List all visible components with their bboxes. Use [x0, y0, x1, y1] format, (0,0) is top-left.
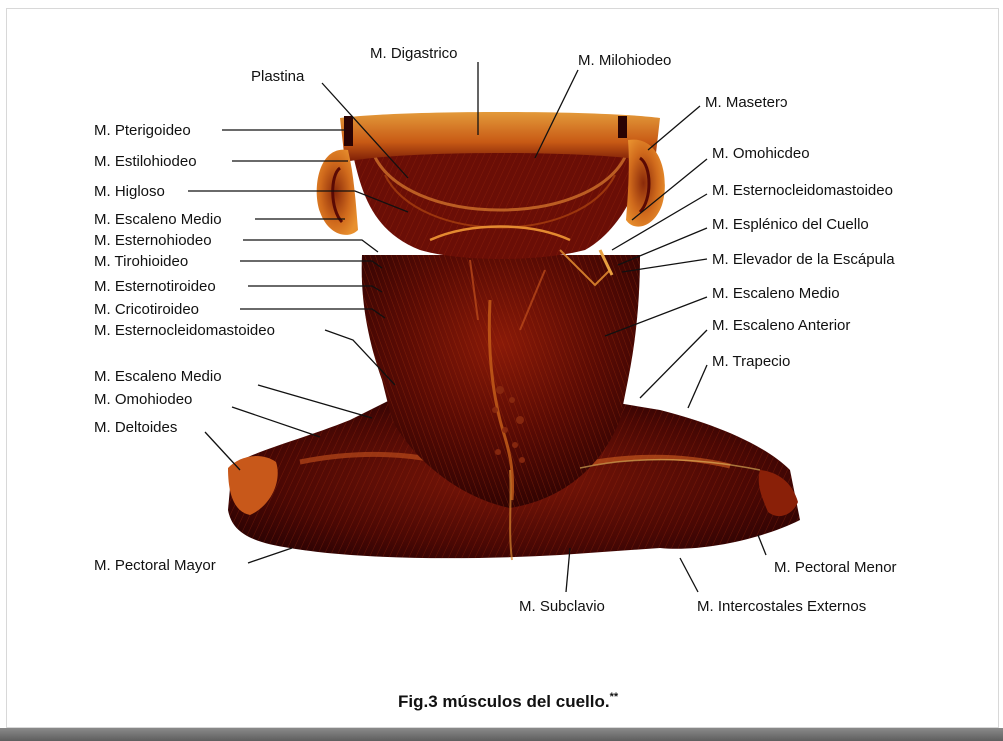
- anatomy-illustration: [228, 112, 800, 560]
- label-tirohioideo: M. Tirohioideo: [94, 253, 188, 270]
- label-cricotiroideo: M. Cricotiroideo: [94, 301, 199, 318]
- leader-omohiodeo-l: [232, 407, 320, 437]
- label-pterigoideo: M. Pterigoideo: [94, 122, 191, 139]
- label-subclavio: M. Subclavio: [519, 598, 605, 615]
- leader-esplenico: [618, 228, 707, 265]
- label-escaleno-medio-r: M. Escaleno Medio: [712, 285, 840, 302]
- label-escaleno-medio-l2: M. Escaleno Medio: [94, 368, 222, 385]
- caption-mark: **: [610, 691, 619, 703]
- label-esplenico: M. Esplénico del Cuello: [712, 216, 869, 233]
- leader-trapecio: [688, 365, 707, 408]
- ear-right-shape: [626, 140, 665, 227]
- leader-pectoral-menor: [758, 535, 766, 555]
- label-omohiodeo-l: M. Omohiodeo: [94, 391, 192, 408]
- label-intercostales: M. Intercostales Externos: [697, 598, 866, 615]
- leader-esternotiroideo: [248, 286, 382, 292]
- label-higloso: M. Higloso: [94, 183, 165, 200]
- label-pectoral-menor: M. Pectoral Menor: [774, 559, 897, 576]
- leader-tirohioideo: [240, 261, 382, 268]
- label-esternotiroideo: M. Esternotiroideo: [94, 278, 216, 295]
- figure-caption: Fig.3 músculos del cuello.**: [398, 691, 619, 711]
- label-digastrico: M. Digastrico: [370, 45, 458, 62]
- leader-deltoides: [205, 432, 240, 470]
- leader-esternohiodeo: [243, 240, 378, 252]
- leader-subclavio: [566, 548, 570, 592]
- label-esternohiodeo: M. Esternohiodeo: [94, 232, 212, 249]
- leader-pectoral-mayor: [248, 548, 292, 563]
- label-elevador: M. Elevador de la Escápula: [712, 251, 895, 268]
- label-estilohiodeo: M. Estilohiodeo: [94, 153, 197, 170]
- label-esternocleido-r: M. Esternocleidomastoideo: [712, 182, 893, 199]
- leader-intercostales: [680, 558, 698, 592]
- label-trapecio: M. Trapecio: [712, 353, 790, 370]
- label-pectoral-mayor: M. Pectoral Mayor: [94, 557, 216, 574]
- label-deltoides: M. Deltoides: [94, 419, 177, 436]
- label-escaleno-medio-l: M. Escaleno Medio: [94, 211, 222, 228]
- label-omohioideo-r: M. Omohicdeo: [712, 145, 810, 162]
- label-masetero: M. Maseterɔ: [705, 94, 788, 111]
- label-plastina: Plastina: [251, 68, 305, 85]
- ear-left-shape: [317, 150, 358, 235]
- label-escaleno-anterior: M. Escaleno Anterior: [712, 317, 850, 334]
- caption-text: Fig.3 músculos del cuello.: [398, 692, 610, 711]
- label-esternocleido-l: M. Esternocleidomastoideo: [94, 322, 275, 339]
- label-milohiodeo: M. Milohiodeo: [578, 52, 671, 69]
- leader-cricotiroideo: [240, 309, 385, 318]
- leader-escaleno-medio-l2: [258, 385, 372, 418]
